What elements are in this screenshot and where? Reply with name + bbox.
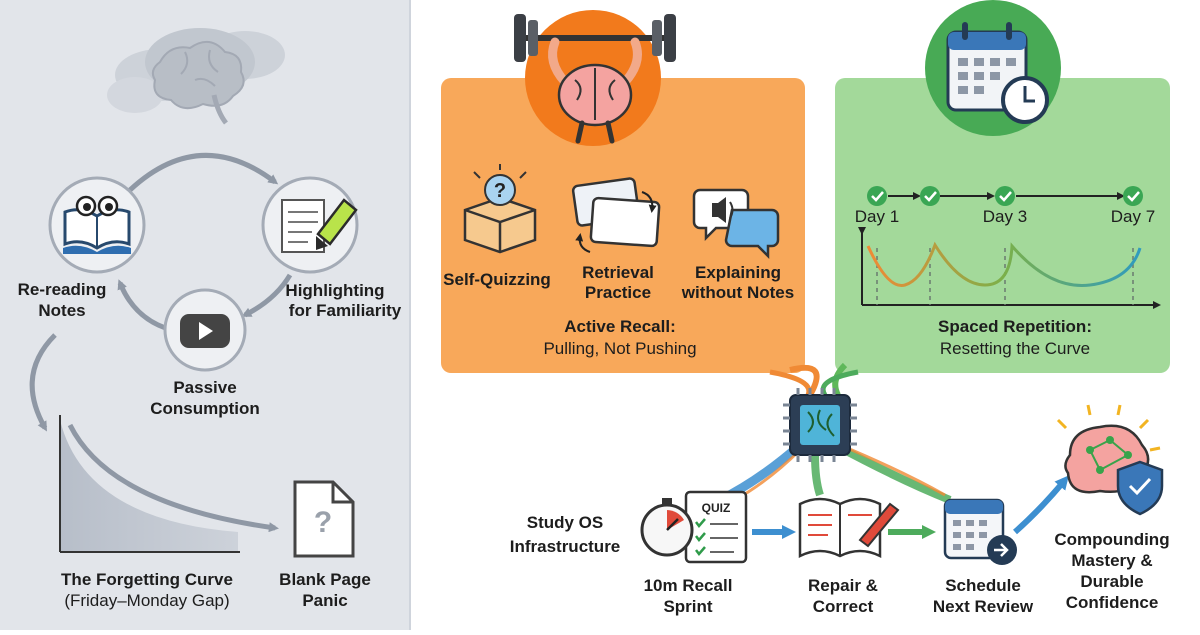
active-item-2-line1: Retrieval	[582, 263, 654, 282]
cycle-arrow-right	[241, 273, 293, 318]
infra-label-line2: Infrastructure	[510, 537, 621, 556]
blank-page-label-line1: Blank Page	[279, 570, 371, 589]
step-3-line2: Next Review	[933, 597, 1034, 616]
checkmark-icon	[867, 186, 887, 206]
timeline-day-7: Day 7	[1111, 207, 1155, 226]
step-1-line2: Sprint	[663, 597, 712, 616]
step-2-line1: Repair &	[808, 576, 878, 595]
quiz-label: QUIZ	[702, 501, 731, 515]
checkmark-icon	[920, 186, 940, 206]
infra-label-line1: Study OS	[527, 513, 604, 532]
passive-study-panel: Re-reading Notes Highlighting for Famili…	[0, 0, 411, 630]
rereading-label-line2: Notes	[38, 301, 85, 320]
retention-wave-chart	[858, 227, 1161, 309]
pipeline-arrow-3	[1013, 475, 1069, 535]
mastery-brain-shield-icon	[1056, 404, 1164, 516]
weightlifting-brain-icon	[514, 14, 676, 144]
stopwatch-quiz-icon: QUIZ	[640, 490, 748, 564]
active-item-1-line1: Self-Quizzing	[443, 270, 551, 289]
spaced-repetition-subtitle: Resetting the Curve	[940, 339, 1090, 358]
step-4-line2: Mastery &	[1071, 551, 1152, 570]
active-item-2-line2: Practice	[585, 283, 651, 302]
book-icon	[48, 176, 146, 274]
foggy-brain-icon	[107, 28, 285, 125]
forgetting-curve-subtitle: (Friday–Monday Gap)	[64, 591, 229, 610]
active-recall-subtitle: Pulling, Not Pushing	[543, 339, 696, 358]
cycle-arrow-top	[128, 153, 279, 192]
consumption-label-line1: Passive	[173, 378, 236, 397]
question-box-icon: ?	[463, 164, 537, 254]
checkmark-icon	[1123, 186, 1143, 206]
highlighter-icon	[261, 176, 359, 274]
to-curve-arrow	[29, 333, 57, 432]
active-item-3-line1: Explaining	[695, 263, 781, 282]
step-4-line3: Durable	[1080, 572, 1143, 591]
speech-bubbles-icon	[692, 188, 780, 260]
checkmark-icon	[995, 186, 1015, 206]
highlighting-label-line1: Highlighting	[285, 281, 384, 300]
step-2-line2: Correct	[813, 597, 874, 616]
consumption-label-line2: Consumption	[150, 399, 260, 418]
step-4-line1: Compounding	[1054, 530, 1169, 549]
video-play-icon	[163, 288, 247, 372]
step-1-line1: 10m Recall	[644, 576, 733, 595]
processor-chip-icon	[783, 388, 857, 462]
timeline-day-3: Day 3	[983, 207, 1027, 226]
rereading-label-line1: Re-reading	[18, 280, 107, 299]
svg-text:?: ?	[494, 180, 506, 202]
calendar-next-icon	[943, 498, 1017, 565]
step-4-line4: Confidence	[1066, 593, 1159, 612]
notebook-pen-icon	[798, 497, 900, 559]
step-3-line1: Schedule	[945, 576, 1021, 595]
spaced-repetition-panel: Day 1 Day 3 Day 7 Spaced Repetition: Res…	[832, 0, 1170, 397]
blank-page-label-line2: Panic	[302, 591, 347, 610]
forgetting-curve-title: The Forgetting Curve	[61, 570, 233, 589]
active-recall-panel: ? Self-Quizzing Retrieval Practice Expla…	[441, 10, 820, 397]
flashcards-icon	[571, 177, 661, 253]
svg-text:?: ?	[314, 506, 332, 539]
study-pipeline: Study OS Infrastructure QUIZ	[510, 404, 1170, 616]
highlighting-label-line2: for Familiarity	[289, 301, 402, 320]
spaced-repetition-title: Spaced Repetition:	[938, 317, 1092, 336]
active-item-3-line2: without Notes	[681, 283, 794, 302]
timeline-day-1: Day 1	[855, 207, 899, 226]
calendar-clock-icon	[946, 22, 1049, 124]
blank-page-icon: ?	[293, 480, 355, 558]
review-timeline: Day 1 Day 3 Day 7	[855, 186, 1155, 226]
forgetting-curve-chart	[59, 415, 279, 553]
active-recall-title: Active Recall:	[564, 317, 676, 336]
